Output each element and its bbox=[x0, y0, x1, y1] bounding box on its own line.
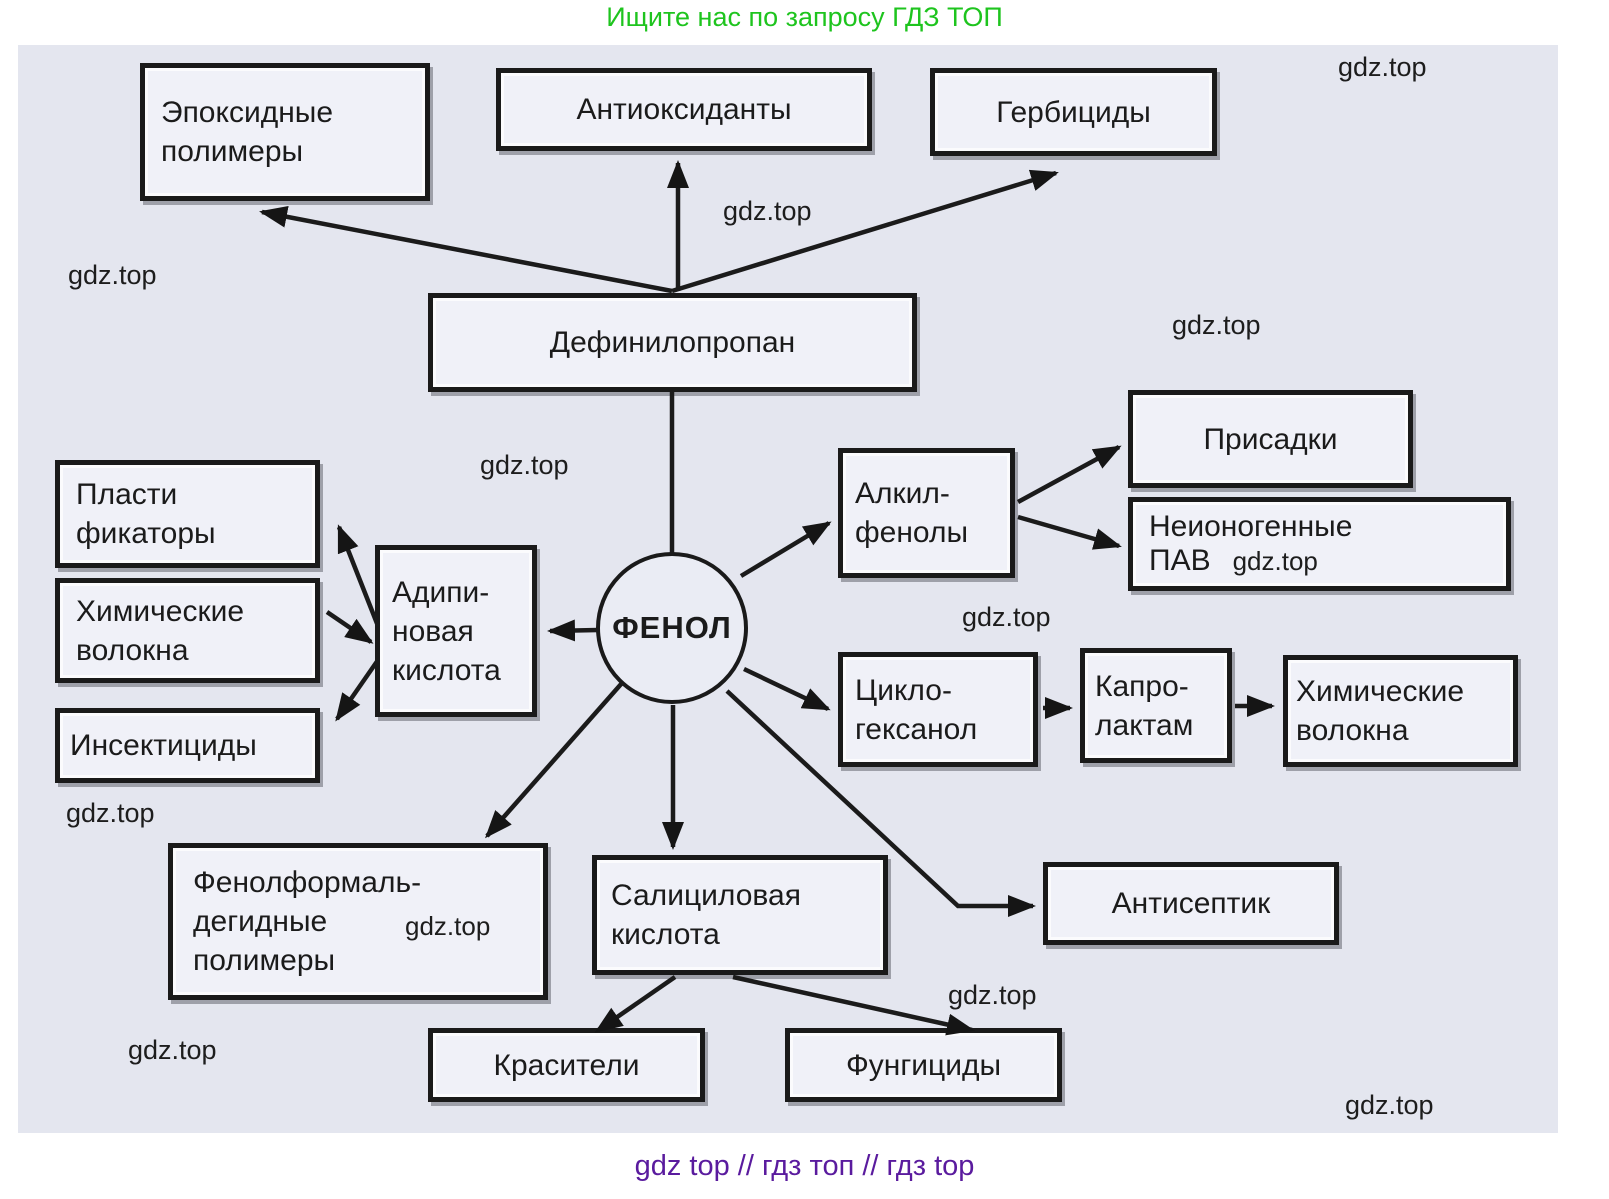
top-promo-text: Ищите нас по запросу ГДЗ ТОП bbox=[606, 2, 1003, 32]
node-phenol-formaldehyde-polymers: Фенолформаль- дегидные полимеры gdz.top bbox=[168, 843, 548, 1000]
node-epoxy-polymers: Эпоксидные полимеры bbox=[140, 63, 430, 201]
node-chemical-fibers-left: Химические волокна bbox=[55, 578, 320, 683]
node-plasticizers: Пласти фикаторы bbox=[55, 460, 320, 568]
node-herbicides: Гербициды bbox=[930, 68, 1217, 156]
watermark: gdz.top bbox=[1338, 52, 1427, 82]
node-caprolactam: Капро- лактам bbox=[1080, 648, 1232, 763]
watermark: gdz.top bbox=[962, 602, 1051, 632]
node-insecticides: Инсектициды bbox=[55, 708, 320, 783]
node-fungicides: Фунгициды bbox=[785, 1028, 1062, 1102]
node-adipic-acid: Адипи- новая кислота bbox=[375, 545, 537, 717]
watermark: gdz.top bbox=[723, 196, 812, 226]
watermark: gdz.top bbox=[1172, 310, 1261, 340]
watermark: gdz.top bbox=[1232, 546, 1318, 576]
node-salicylic-acid: Салициловая кислота bbox=[592, 855, 888, 975]
node-phenol-center: ФЕНОЛ bbox=[596, 552, 748, 704]
node-nonionic-surfactants: Неионогенные ПАВ gdz.top bbox=[1128, 497, 1511, 591]
watermark: gdz.top bbox=[405, 911, 491, 941]
node-chemical-fibers-right: Химические волокна bbox=[1283, 655, 1518, 767]
watermark: gdz.top bbox=[128, 1035, 217, 1065]
node-cyclohexanol: Цикло- гексанол bbox=[838, 652, 1038, 767]
node-alkylphenols: Алкил- фенолы bbox=[838, 448, 1015, 578]
watermark: gdz.top bbox=[1345, 1090, 1434, 1120]
phenol-diagram: gdz.top gdz.top gdz.top gdz.top gdz.top … bbox=[18, 45, 1558, 1133]
node-antioxidants: Антиоксиданты bbox=[496, 68, 872, 151]
bottom-promo-text: gdz top // гдз топ // гдз top bbox=[634, 1150, 975, 1182]
node-dyes: Красители bbox=[428, 1028, 705, 1102]
node-antiseptic: Антисептик bbox=[1043, 862, 1339, 945]
node-definilopropan: Дефинилопропан bbox=[428, 293, 917, 392]
watermark: gdz.top bbox=[948, 980, 1037, 1010]
node-additives: Присадки bbox=[1128, 390, 1413, 488]
watermark: gdz.top bbox=[68, 260, 157, 290]
watermark: gdz.top bbox=[480, 450, 569, 480]
watermark: gdz.top bbox=[66, 798, 155, 828]
